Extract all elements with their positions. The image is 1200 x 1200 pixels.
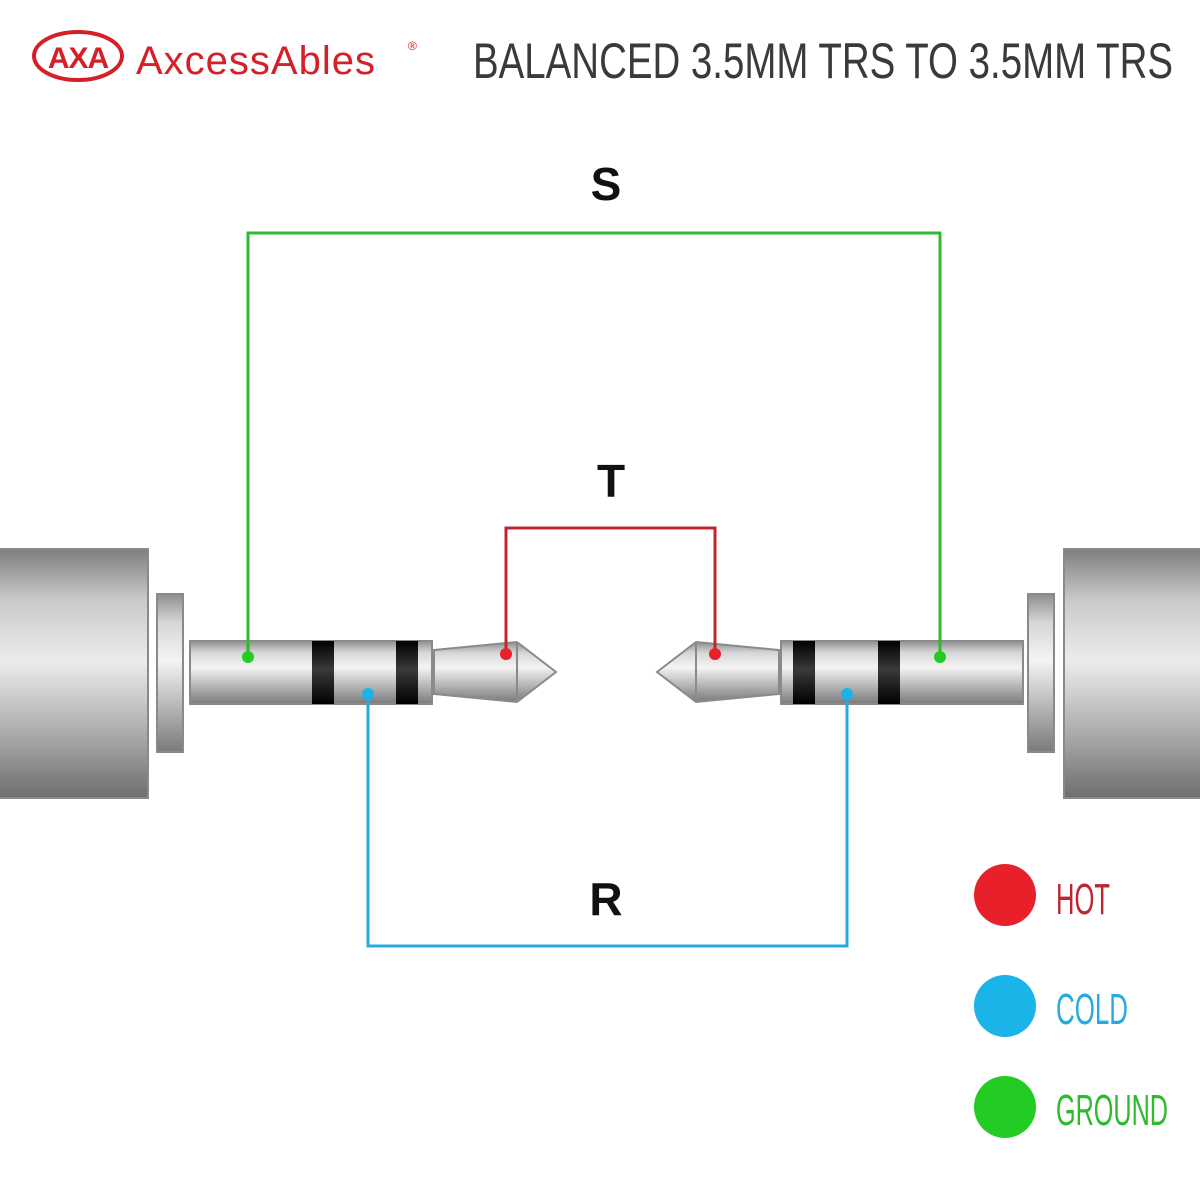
left-plug-band-2	[396, 641, 418, 704]
brand-logo-oval	[32, 30, 124, 82]
left-plug	[0, 548, 558, 799]
brand-logo-mark: AXA	[48, 42, 109, 75]
right-plug-collar	[1027, 593, 1055, 753]
sleeve-wire	[246, 231, 942, 657]
left-plug-body	[0, 548, 149, 799]
left-plug-sleeve	[189, 640, 433, 705]
tip-label: T	[597, 455, 625, 507]
legend-label-ground: GROUND	[1056, 1086, 1168, 1135]
legend-swatch-cold	[974, 975, 1036, 1037]
right-plug-band-1	[793, 641, 815, 704]
right-sleeve-contact	[934, 651, 946, 663]
page-title: BALANCED 3.5MM TRS TO 3.5MM TRS	[473, 33, 1173, 89]
legend-item-cold: COLD	[974, 975, 1128, 1037]
legend-label-hot: HOT	[1056, 875, 1110, 924]
right-plug-body	[1063, 548, 1200, 799]
legend-item-ground: GROUND	[974, 1076, 1168, 1138]
right-ring-contact	[841, 688, 853, 700]
legend-label-cold: COLD	[1056, 985, 1128, 1034]
legend: HOT COLD GROUND	[974, 864, 1168, 1138]
left-sleeve-contact	[242, 651, 254, 663]
right-plug-tip	[655, 640, 780, 704]
left-plug-tip	[433, 640, 558, 704]
ring-wire	[366, 694, 849, 948]
tip-wire	[504, 526, 717, 654]
right-plug-band-2	[878, 641, 900, 704]
left-ring-contact	[362, 688, 374, 700]
ring-label: R	[589, 873, 622, 925]
registered-mark: ®	[408, 39, 417, 53]
sleeve-label: S	[591, 158, 622, 210]
legend-item-hot: HOT	[974, 864, 1110, 926]
right-plug	[655, 548, 1200, 799]
brand-logo: AXA AxcessAbles ®	[32, 30, 417, 83]
left-plug-collar	[156, 593, 184, 753]
brand-name: AxcessAbles	[136, 39, 376, 83]
legend-swatch-hot	[974, 864, 1036, 926]
right-plug-sleeve	[780, 640, 1024, 705]
right-tip-contact	[709, 648, 721, 660]
left-plug-band-1	[312, 641, 334, 704]
legend-swatch-ground	[974, 1076, 1036, 1138]
left-tip-contact	[500, 648, 512, 660]
